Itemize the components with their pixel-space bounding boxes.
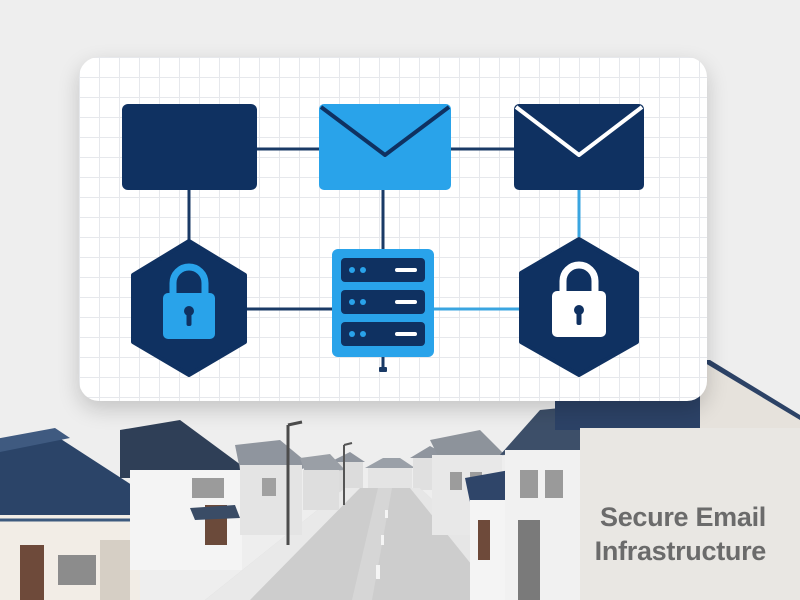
network-diagram bbox=[122, 104, 644, 377]
right-houses bbox=[430, 360, 800, 600]
street-lamps bbox=[286, 420, 353, 545]
hexagon-lock-icon-left bbox=[131, 239, 247, 377]
navy-box-icon bbox=[122, 104, 257, 190]
left-houses bbox=[120, 420, 345, 570]
diagram-card bbox=[79, 57, 707, 401]
lock-icon bbox=[559, 261, 599, 293]
caption: Secure Email Infrastructure bbox=[506, 500, 767, 568]
lock-icon bbox=[169, 263, 209, 295]
connector-lines bbox=[187, 147, 581, 372]
blue-envelope-icon bbox=[319, 104, 451, 190]
hexagon-lock-icon-right bbox=[519, 237, 639, 377]
caption-line-2: Infrastructure bbox=[594, 536, 767, 566]
caption-line-1: Secure Email bbox=[600, 502, 766, 532]
left-traditional-house bbox=[0, 428, 155, 600]
server-icon bbox=[332, 249, 434, 357]
navy-envelope-icon bbox=[514, 104, 644, 190]
